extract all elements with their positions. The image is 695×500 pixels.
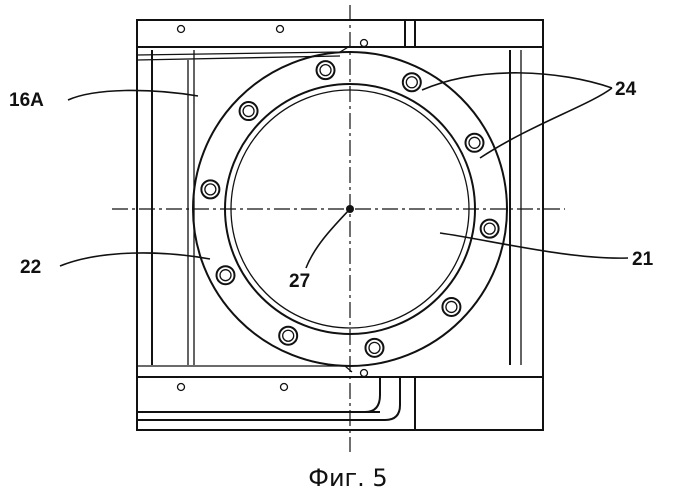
bolt	[240, 102, 258, 120]
bolt	[365, 339, 383, 357]
label-27: 27	[289, 271, 310, 292]
bolt	[201, 180, 219, 198]
label-21: 21	[632, 249, 654, 270]
label-24: 24	[615, 79, 637, 100]
top-rail	[137, 20, 543, 60]
bolt	[442, 298, 460, 316]
bolt	[403, 73, 421, 91]
side-plates	[152, 50, 521, 365]
bolt	[465, 134, 483, 152]
center-axes	[112, 5, 565, 452]
bolt	[279, 327, 297, 345]
bolt	[317, 61, 335, 79]
bolt	[481, 220, 499, 238]
figure-caption: Фиг. 5	[308, 464, 387, 492]
bottom-rail	[137, 366, 543, 430]
label-22: 22	[20, 257, 41, 278]
label-16a: 16A	[9, 90, 44, 111]
bolt	[217, 266, 235, 284]
